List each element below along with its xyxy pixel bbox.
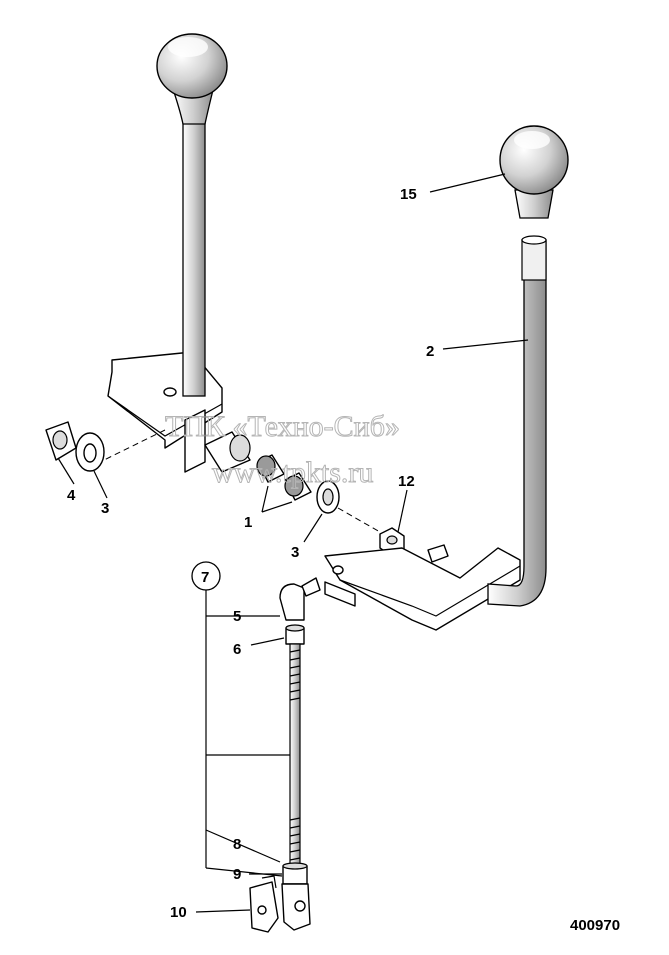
leader-lines bbox=[57, 173, 529, 913]
callout-3-right: 3 bbox=[291, 544, 299, 561]
part-1-bushings bbox=[256, 454, 312, 501]
callout-7-bracket bbox=[191, 561, 290, 877]
callout-8: 8 bbox=[233, 836, 241, 853]
watermark-company: ТПК «Техно-Сиб» bbox=[165, 410, 400, 443]
part-3-washer-left bbox=[75, 432, 105, 472]
callout-15: 15 bbox=[400, 186, 417, 203]
watermark-url: www.tpkts.ru bbox=[212, 456, 373, 489]
callout-7-circle bbox=[191, 561, 221, 591]
callout-3-left: 3 bbox=[101, 500, 109, 517]
drawing-number: 400970 bbox=[570, 917, 620, 934]
callout-4: 4 bbox=[67, 487, 76, 504]
callout-5: 5 bbox=[233, 608, 241, 625]
assembly-line bbox=[99, 429, 166, 463]
callout-9: 9 bbox=[233, 866, 241, 883]
callout-7: 7 bbox=[201, 569, 209, 586]
watermark: ТПК «Техно-Сиб» www.tpkts.ru bbox=[165, 410, 401, 490]
assembly-line bbox=[337, 507, 381, 533]
callout-2: 2 bbox=[426, 343, 434, 360]
part-3-washer-right bbox=[316, 480, 340, 514]
callout-1: 1 bbox=[244, 514, 252, 531]
callout-10: 10 bbox=[170, 904, 187, 921]
linkage-rod bbox=[249, 577, 321, 933]
callout-labels: 15 2 12 1 3 4 3 7 5 6 8 9 10 bbox=[67, 186, 434, 921]
callout-6: 6 bbox=[233, 641, 241, 658]
part-15-knob bbox=[499, 125, 569, 219]
left-gear-lever bbox=[107, 33, 251, 473]
part-4-clip bbox=[45, 421, 77, 461]
callout-12: 12 bbox=[398, 473, 415, 490]
right-gear-lever bbox=[324, 235, 547, 631]
